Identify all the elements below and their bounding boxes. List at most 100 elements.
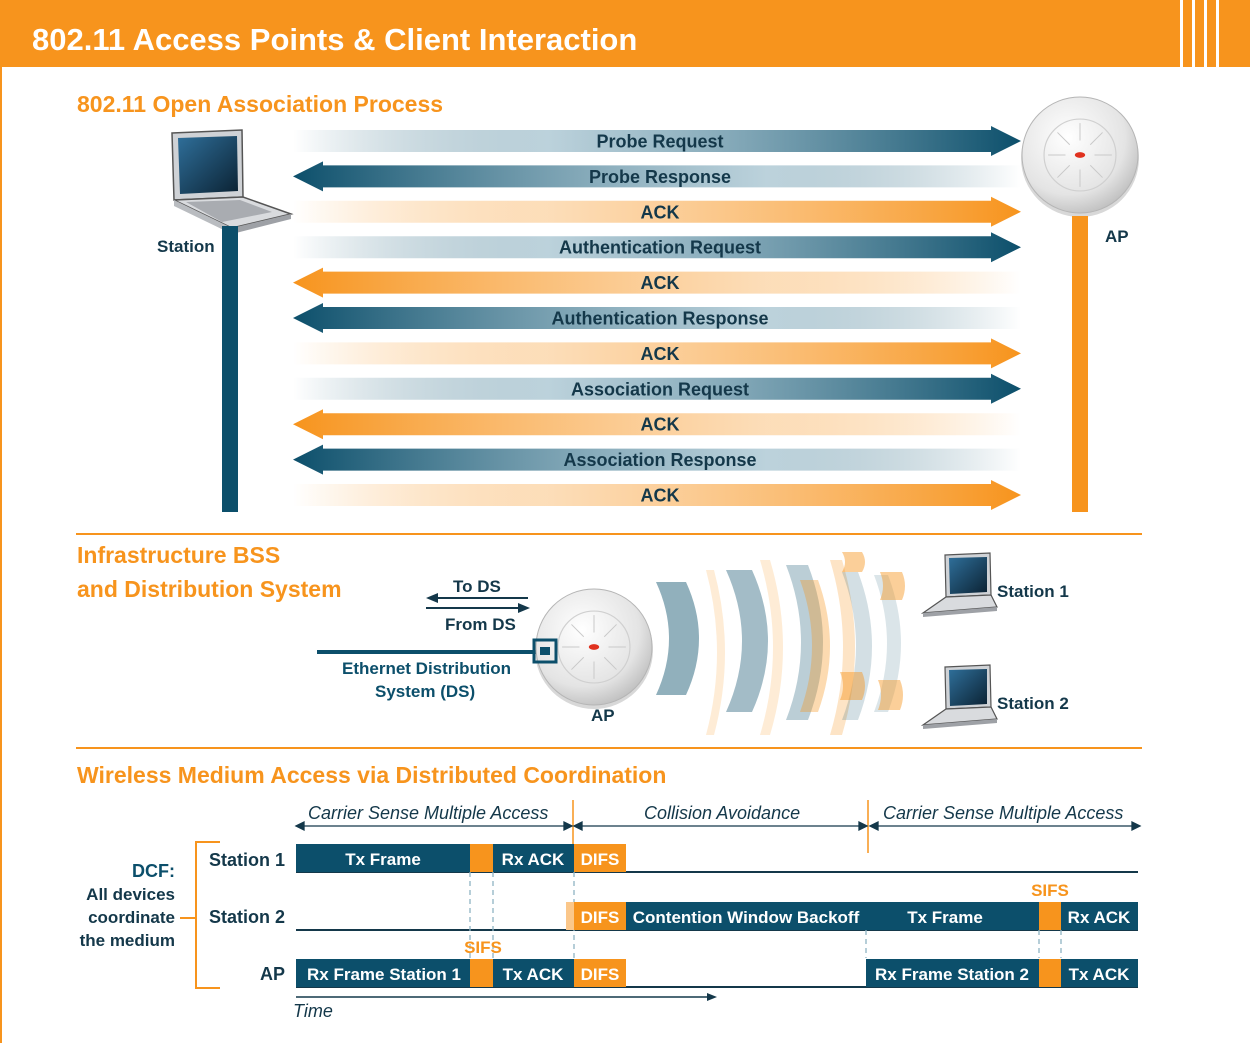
message-label-11: ACK — [641, 486, 680, 506]
s2-tx-frame-label: Tx Frame — [907, 908, 983, 927]
radio-waves — [656, 552, 905, 735]
ap-tx-ack-bar — [493, 959, 574, 987]
s2-difs-label: DIFS — [581, 908, 620, 927]
row-label-station2: Station 2 — [209, 907, 285, 927]
station-label: Station — [157, 237, 215, 256]
message-arrow-1 — [293, 126, 1021, 156]
message-arrow-11 — [293, 480, 1021, 510]
phase-markers — [572, 800, 869, 853]
ap-difs-label: DIFS — [581, 965, 620, 984]
wave-8 — [842, 572, 872, 720]
to-ds-label: To DS — [453, 577, 501, 596]
s2-difs-lead — [566, 902, 574, 930]
ethernet-line — [317, 650, 545, 654]
wave-9 — [874, 575, 901, 712]
ethernet-port — [532, 638, 558, 664]
s2-tx-frame-bar — [866, 902, 1039, 930]
dcf-label: DCF: — [132, 861, 175, 881]
message-arrow-2 — [293, 161, 1021, 192]
wave-3 — [786, 565, 823, 720]
station-laptop-icon — [171, 129, 294, 234]
time-label: Time — [293, 1001, 333, 1021]
infrastructure-ap-icon — [535, 588, 653, 709]
message-label-2: Probe Response — [589, 167, 731, 187]
wave-1 — [656, 582, 699, 695]
station-lifeline — [222, 226, 238, 512]
dcf-desc-2: coordinate — [88, 908, 175, 927]
header-stripes — [1180, 0, 1219, 67]
infrastructure-title-line2: and Distribution System — [77, 576, 342, 602]
s2-contention-bar — [626, 902, 866, 930]
station2-laptop-icon — [920, 664, 998, 729]
message-arrow-6 — [293, 303, 1021, 333]
dcf-title: Wireless Medium Access via Distributed C… — [77, 762, 666, 788]
wave-6 — [830, 560, 855, 735]
s1-tx-frame-bar — [296, 844, 470, 872]
message-label-3: ACK — [641, 202, 680, 222]
phase-arrows — [294, 820, 1142, 832]
message-arrow-3 — [293, 196, 1021, 227]
sifs-label-right: SIFS — [1031, 881, 1069, 900]
sifs-label-left: SIFS — [464, 938, 502, 957]
message-label-10: Association Response — [563, 450, 756, 470]
s1-difs-bar — [574, 844, 626, 872]
wave-fragment-1 — [842, 552, 865, 572]
ap-lifeline — [1072, 216, 1088, 512]
s2-contention-label: Contention Window Backoff — [633, 908, 860, 927]
ap-tx-ack-label-2: Tx ACK — [1069, 965, 1130, 984]
message-label-6: Authentication Response — [551, 309, 768, 329]
wave-5 — [760, 560, 783, 735]
message-label-7: ACK — [641, 344, 680, 364]
s1-tx-frame-label: Tx Frame — [345, 850, 421, 869]
ethernet-label-line2: System (DS) — [375, 682, 475, 701]
to-ds-arrow — [426, 593, 528, 603]
wave-fragment-3 — [840, 672, 865, 700]
wave-2 — [726, 570, 768, 712]
message-arrow-10 — [293, 444, 1021, 475]
header-bar — [0, 0, 1250, 67]
from-ds-arrow — [426, 603, 530, 613]
timing-guides — [469, 872, 1062, 958]
message-label-1: Probe Request — [596, 132, 723, 152]
infrastructure-title-line1: Infrastructure BSS — [77, 542, 280, 568]
s1-sifs-bar — [470, 844, 493, 872]
ethernet-label-line1: Ethernet Distribution — [342, 659, 511, 678]
from-ds-label: From DS — [445, 615, 516, 634]
time-arrow — [296, 993, 717, 1001]
association-title: 802.11 Open Association Process — [77, 91, 443, 117]
row-label-ap: AP — [260, 964, 285, 984]
station2-label: Station 2 — [997, 694, 1069, 713]
dcf-desc-1: All devices — [86, 885, 175, 904]
message-arrow-5 — [293, 267, 1021, 298]
section-divider-2 — [76, 747, 1142, 749]
message-arrow-7 — [293, 338, 1021, 369]
ap-difs-bar — [574, 959, 626, 987]
ap-sifs-bar — [470, 959, 493, 987]
ap-rx-frame-s1-label: Rx Frame Station 1 — [307, 965, 461, 984]
ap-label: AP — [1105, 227, 1129, 246]
s2-difs-bar — [574, 902, 626, 930]
s1-rx-ack-bar — [493, 844, 574, 872]
ethernet-port-inner — [540, 647, 550, 655]
ap-rx-frame-s2-bar — [866, 959, 1039, 987]
s2-rx-ack-label: Rx ACK — [1068, 908, 1131, 927]
section-divider — [76, 533, 1142, 535]
phase-csma-2: Carrier Sense Multiple Access — [883, 803, 1123, 823]
infrastructure-ap-label: AP — [591, 706, 615, 725]
wave-4 — [706, 570, 725, 735]
message-label-4: Authentication Request — [559, 238, 761, 258]
station1-laptop-icon — [920, 552, 998, 617]
message-arrow-9 — [293, 409, 1021, 440]
message-label-8: Association Request — [571, 379, 749, 399]
ap-tx-ack-bar-2 — [1061, 959, 1138, 987]
access-point-icon — [1021, 96, 1139, 217]
station1-label: Station 1 — [997, 582, 1069, 601]
message-arrow-4 — [293, 232, 1021, 263]
dcf-bracket — [180, 841, 220, 989]
ap-tx-ack-label: Tx ACK — [503, 965, 564, 984]
wave-7 — [800, 580, 830, 712]
s2-rx-ack-bar — [1061, 902, 1138, 930]
ap-sifs-bar-2 — [1039, 959, 1061, 987]
